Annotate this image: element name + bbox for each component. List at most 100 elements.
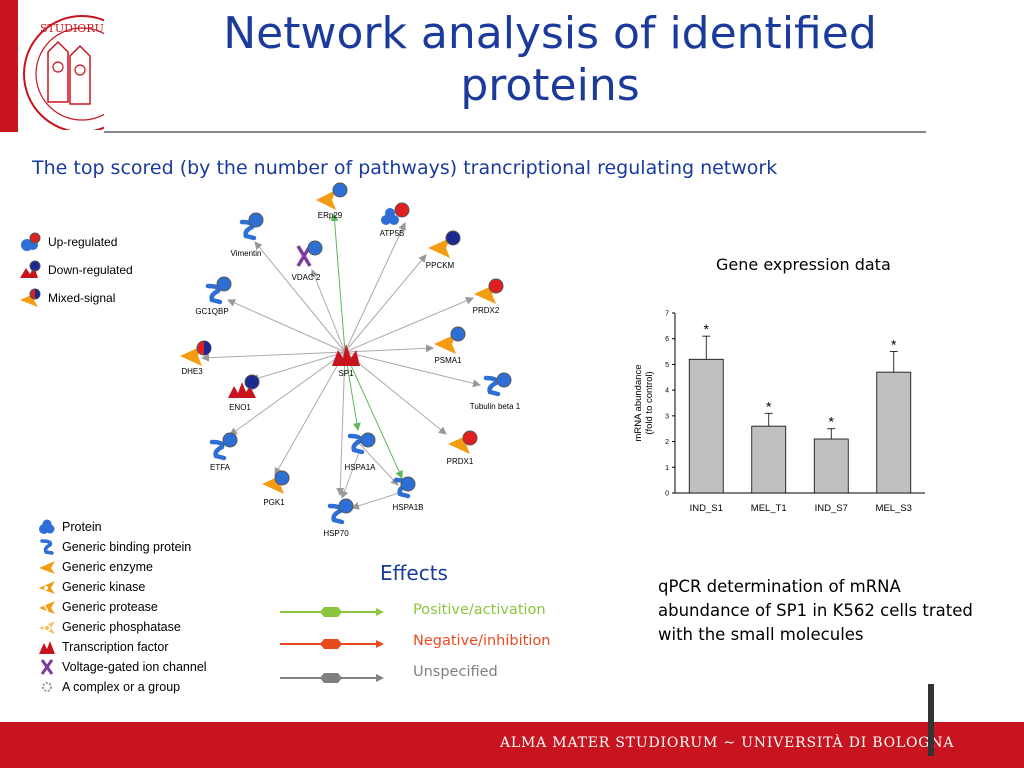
effect-negative-line (280, 639, 384, 649)
node-prdx1[interactable]: PRDX1 (447, 430, 478, 466)
bar-MEL_T1 (751, 425, 787, 494)
legend-label: Generic protease (62, 600, 158, 614)
page-subtitle: The top scored (by the number of pathway… (32, 157, 778, 179)
effect-unspecified-label: Unspecified (413, 664, 498, 680)
node-label: ENO1 (229, 403, 251, 412)
edge-sp1-hsp70 (336, 351, 346, 496)
node-label: PPCKM (426, 261, 455, 270)
node-label: PRDX1 (447, 457, 474, 466)
node-sp1[interactable]: SP1 (332, 344, 360, 378)
legend-kinase: Generic kinase (38, 579, 145, 595)
node-pgk1[interactable]: PGK1 (262, 470, 290, 507)
node-label: VDAC 2 (292, 273, 321, 282)
left-accent-bar (0, 0, 18, 132)
generic-phosphatase-icon (39, 621, 55, 634)
x-tick-label: MEL_T1 (751, 503, 787, 514)
footer-divider (928, 684, 934, 756)
node-erp29[interactable]: ERp29 (316, 182, 348, 220)
x-tick-label: IND_S7 (815, 503, 848, 514)
legend-down-regulated: Down-regulated (18, 260, 133, 280)
effect-positive-label: Positive/activation (413, 602, 546, 618)
page-title: Network analysis of identified proteins (223, 8, 877, 111)
node-label: HSP70 (323, 529, 349, 538)
legend-protein: Protein (38, 519, 102, 535)
legend-label: Generic phosphatase (62, 620, 181, 634)
node-hspa1a[interactable]: HSPA1A (345, 432, 377, 472)
node-label: HSPA1A (345, 463, 377, 472)
title-divider (104, 131, 926, 133)
edge-hspa1a-hspa1b (355, 439, 399, 486)
down-regulated-icon (20, 260, 41, 278)
node-label: GC1QBP (195, 307, 228, 316)
y-tick-label: 2 (665, 439, 669, 446)
up-regulated-icon (21, 232, 41, 251)
node-etfa[interactable]: ETFA (209, 432, 238, 472)
edge-sp1-ppckm (344, 254, 427, 353)
x-tick-label: MEL_S3 (876, 503, 912, 514)
node-atp5b[interactable]: ATP5B (380, 202, 410, 238)
bar-IND_S7 (813, 438, 849, 494)
legend-mixed-signal: Mixed-signal (18, 288, 115, 308)
edge-sp1-eno1 (251, 351, 346, 382)
legend-label: Down-regulated (48, 263, 133, 277)
significance-mark: * (766, 398, 772, 414)
legend-protease: Generic protease (38, 599, 158, 615)
university-seal-logo: STUDIORUM (23, 15, 104, 130)
generic-kinase-icon (39, 581, 55, 594)
legend-label: A complex or a group (62, 680, 181, 694)
edge-sp1-vimentin (254, 241, 346, 353)
edge-sp1-dhe3 (201, 351, 346, 362)
legend-enzyme: Generic enzyme (38, 559, 153, 575)
transcription-factor-icon (39, 641, 55, 654)
effect-positive-line (280, 607, 384, 617)
legend-ion-channel: Voltage-gated ion channel (38, 659, 207, 675)
legend-label: Mixed-signal (48, 291, 116, 305)
node-prdx2[interactable]: PRDX2 (473, 278, 504, 315)
legend-label: Generic enzyme (62, 560, 154, 574)
node-eno1[interactable]: ENO1 (228, 374, 260, 412)
node-dhe3[interactable]: DHE3 (180, 340, 212, 376)
node-label: Vimentin (231, 249, 262, 258)
node-psma1[interactable]: PSMA1 (434, 326, 466, 365)
effects-title: Effects (380, 561, 448, 585)
effect-unspecified-line (280, 673, 384, 683)
node-gc1qbp[interactable]: GC1QBP (195, 276, 232, 316)
edge-sp1-atp5b (344, 222, 406, 353)
y-tick-label: 0 (665, 491, 669, 498)
protein-icon (39, 519, 55, 534)
node-label: PRDX2 (473, 306, 500, 315)
significance-mark: * (829, 414, 835, 430)
mixed-signal-icon (20, 288, 41, 307)
chart-title: Gene expression data (716, 255, 891, 274)
network-diagram: SP1 ERp29 ATP5B Vimentin VDAC 2 PPCKM GC… (180, 182, 521, 538)
voltage-gated-ion-channel-icon (40, 659, 54, 675)
legend-transcription-factor: Transcription factor (38, 639, 169, 655)
node-hspa1b[interactable]: HSPA1B (393, 476, 424, 512)
node-label: ETFA (210, 463, 231, 472)
edge-sp1-pgk1 (274, 351, 346, 476)
legend-binding-protein: Generic binding protein (38, 539, 191, 555)
node-vdac2[interactable]: VDAC 2 (292, 240, 323, 282)
node-vimentin[interactable]: Vimentin (231, 212, 264, 258)
generic-enzyme-icon (39, 561, 55, 574)
node-ppckm[interactable]: PPCKM (426, 230, 461, 270)
node-label: PGK1 (263, 498, 285, 507)
legend-label: Generic binding protein (62, 540, 192, 554)
legend-label: Up-regulated (48, 235, 118, 249)
legend-label: Voltage-gated ion channel (62, 660, 207, 674)
node-tubulin[interactable]: Tubulin beta 1 (470, 372, 521, 411)
y-axis-label: mRNA abundance(fold to control) (633, 364, 655, 441)
effect-negative-label: Negative/inhibition (413, 633, 551, 649)
node-label: ATP5B (380, 229, 405, 238)
node-hsp70[interactable]: HSP70 (323, 498, 354, 538)
legend-up-regulated: Up-regulated (18, 232, 117, 252)
bar-MEL_S3 (876, 371, 912, 494)
y-tick-label: 7 (665, 311, 669, 318)
logo-text: STUDIORUM (40, 22, 104, 35)
legend-label: Protein (62, 520, 102, 534)
generic-binding-protein-icon (40, 539, 54, 555)
edge-sp1-prdx2 (344, 297, 474, 353)
footer-bar (0, 722, 1024, 768)
edge-sp1-psma1 (344, 344, 434, 353)
edge-sp1-gc1qbp (227, 299, 346, 353)
